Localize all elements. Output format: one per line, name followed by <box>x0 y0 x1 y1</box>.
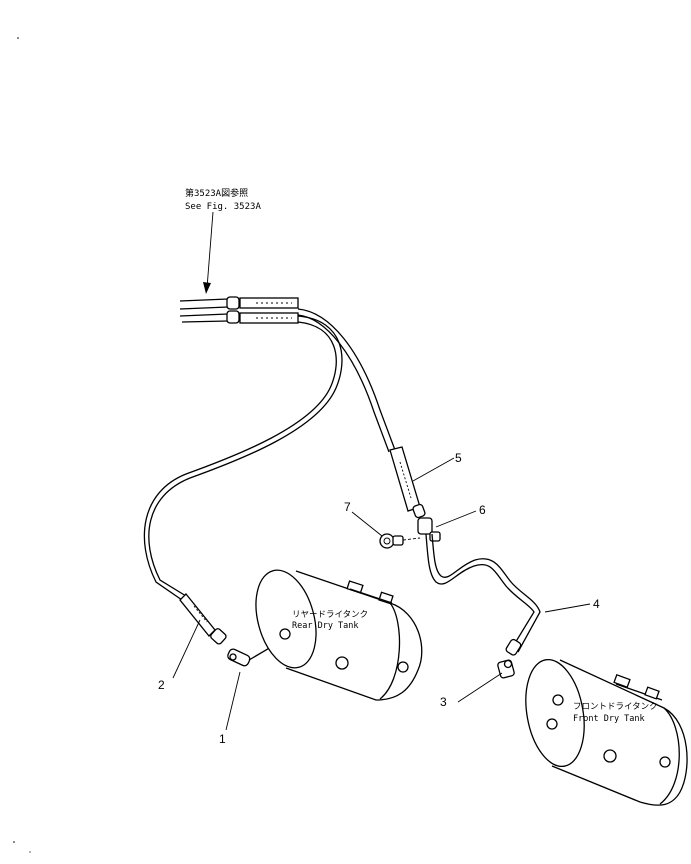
upper-hose-bundle <box>179 296 299 324</box>
front-tank-label-english: Front Dry Tank <box>573 714 645 724</box>
callout-2: 2 <box>158 678 165 692</box>
rear-tank-label-japanese: リヤードライタンク <box>292 610 368 620</box>
front-tank-label-japanese: フロントドライタンク <box>573 702 658 712</box>
reference-arrowhead <box>203 282 211 294</box>
scan-specks <box>13 37 31 853</box>
leader-lines <box>172 457 591 731</box>
callout-7: 7 <box>344 500 351 514</box>
callout-5: 5 <box>455 451 462 465</box>
rear-tank-label-english: Rear Dry Tank <box>292 621 359 631</box>
callout-4: 4 <box>593 597 600 611</box>
hose-2 <box>143 315 343 645</box>
front-dry-tank: フロントドライタンク Front Dry Tank <box>525 658 688 806</box>
reference-japanese: 第3523A図参照 <box>185 187 248 199</box>
fitting-3 <box>497 659 515 679</box>
callout-3: 3 <box>440 695 447 709</box>
callout-1: 1 <box>219 732 226 746</box>
rear-dry-tank: リヤードライタンク Rear Dry Tank <box>255 569 423 701</box>
reference-arrow-shaft <box>206 211 214 289</box>
tube-4 <box>425 533 541 656</box>
elbow-fitting-1 <box>227 639 284 667</box>
hose-5 <box>297 308 426 519</box>
callout-6: 6 <box>479 503 486 517</box>
tee-fitting-6 <box>417 517 441 542</box>
reference-english: See Fig. 3523A <box>185 202 261 212</box>
connector-7 <box>379 533 421 549</box>
callout-numbers: 1 2 3 4 5 6 7 <box>158 451 600 746</box>
reference-note: 第3523A図参照 See Fig. 3523A <box>185 187 261 294</box>
